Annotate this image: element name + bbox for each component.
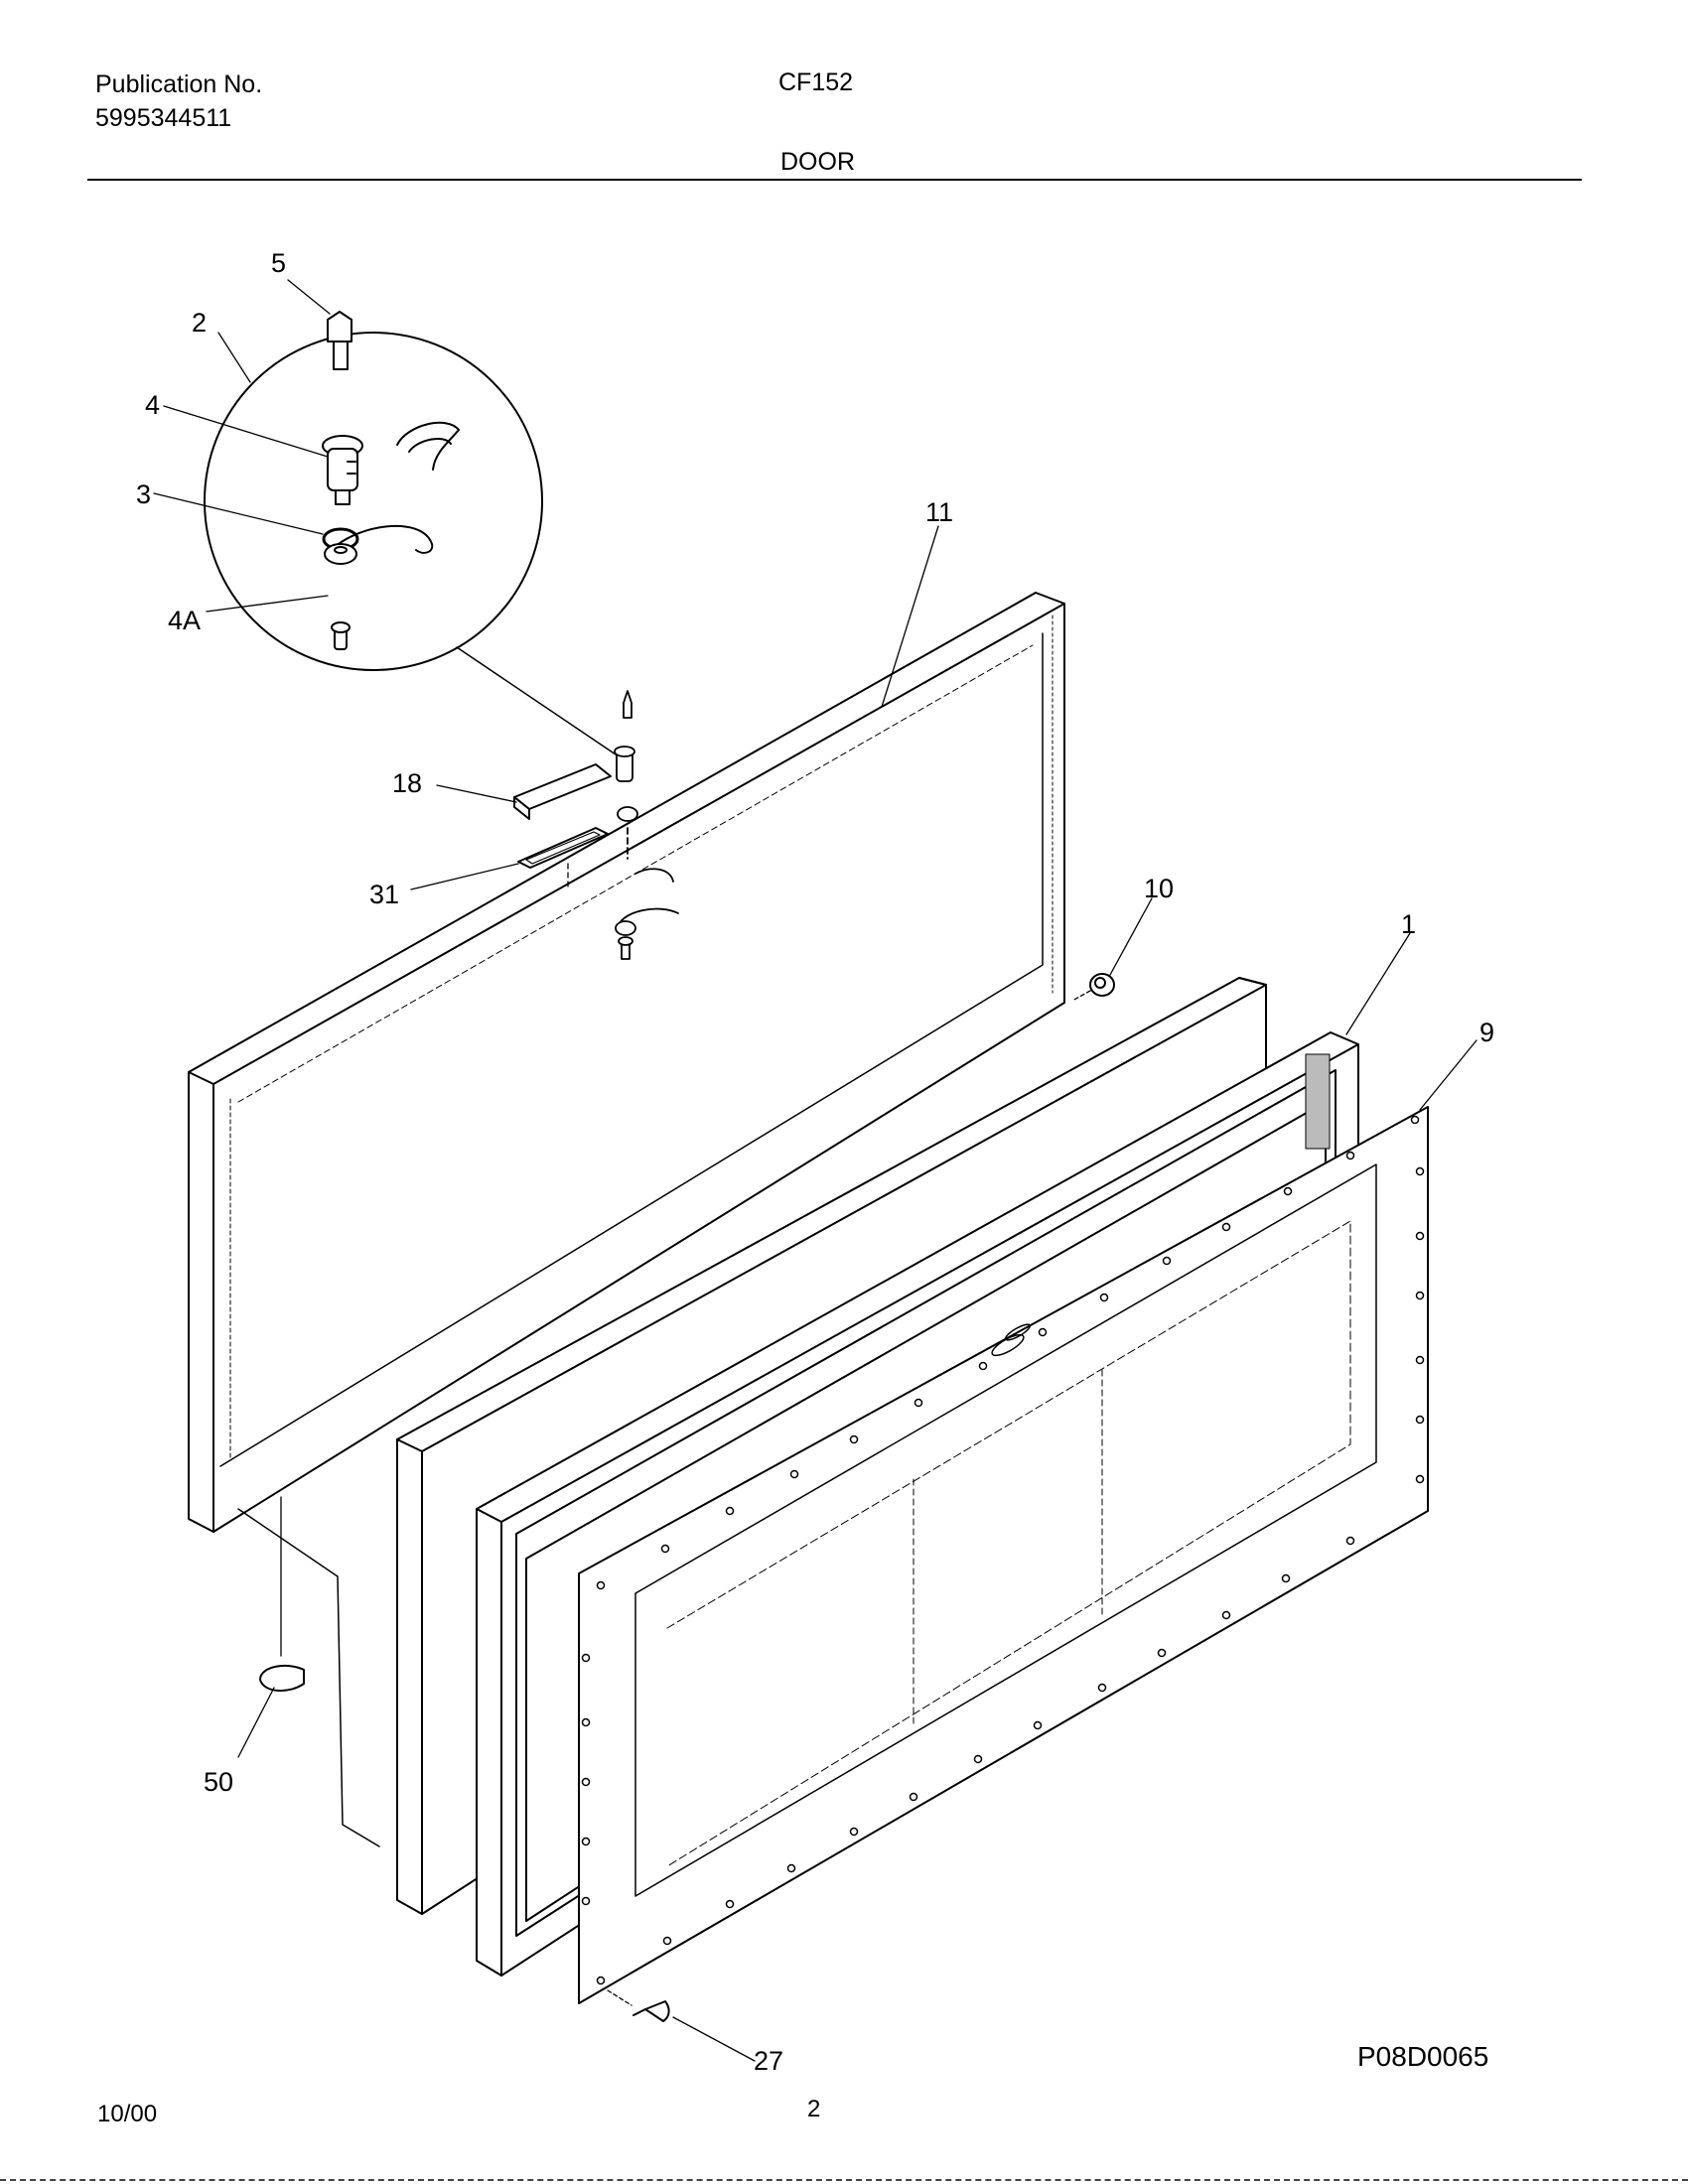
callout-3: 3 (136, 479, 151, 509)
hinge-pin-assembly-small (614, 690, 679, 960)
callout-5: 5 (271, 248, 286, 278)
callout-50: 50 (204, 1767, 233, 1797)
callout-10: 10 (1144, 874, 1174, 903)
callout-4: 4 (145, 390, 160, 420)
diagram-id: P08D0065 (1357, 2041, 1489, 2072)
callout-9: 9 (1479, 1018, 1494, 1047)
hinge-cover (513, 763, 612, 820)
leader-lines (153, 279, 1477, 2062)
callout-2: 2 (192, 308, 207, 338)
header-rule (87, 179, 1582, 181)
section-title: DOOR (780, 148, 855, 176)
callout-18: 18 (392, 768, 422, 798)
callout-4a: 4A (168, 606, 201, 635)
footer-date: 10/00 (97, 2101, 158, 2127)
callout-27: 27 (754, 2046, 783, 2076)
publication-number: 5995344511 (95, 104, 232, 132)
hinge-cover-gasket (517, 827, 609, 869)
callout-11: 11 (925, 497, 953, 527)
lower-hinge-bracket (237, 1496, 380, 1847)
callout-31: 31 (369, 880, 399, 909)
bottom-rule (0, 2179, 1688, 2181)
publication-label: Publication No. (95, 70, 263, 98)
inner-door-panel (578, 1106, 1429, 2004)
screw-27 (607, 1989, 670, 2022)
plug-button (1071, 973, 1115, 1002)
hinge-detail-circle (204, 311, 617, 755)
page-number: 2 (807, 2096, 821, 2122)
model-number: CF152 (778, 68, 854, 96)
callout-1: 1 (1401, 909, 1416, 939)
door-outer-panel (188, 592, 1065, 1533)
